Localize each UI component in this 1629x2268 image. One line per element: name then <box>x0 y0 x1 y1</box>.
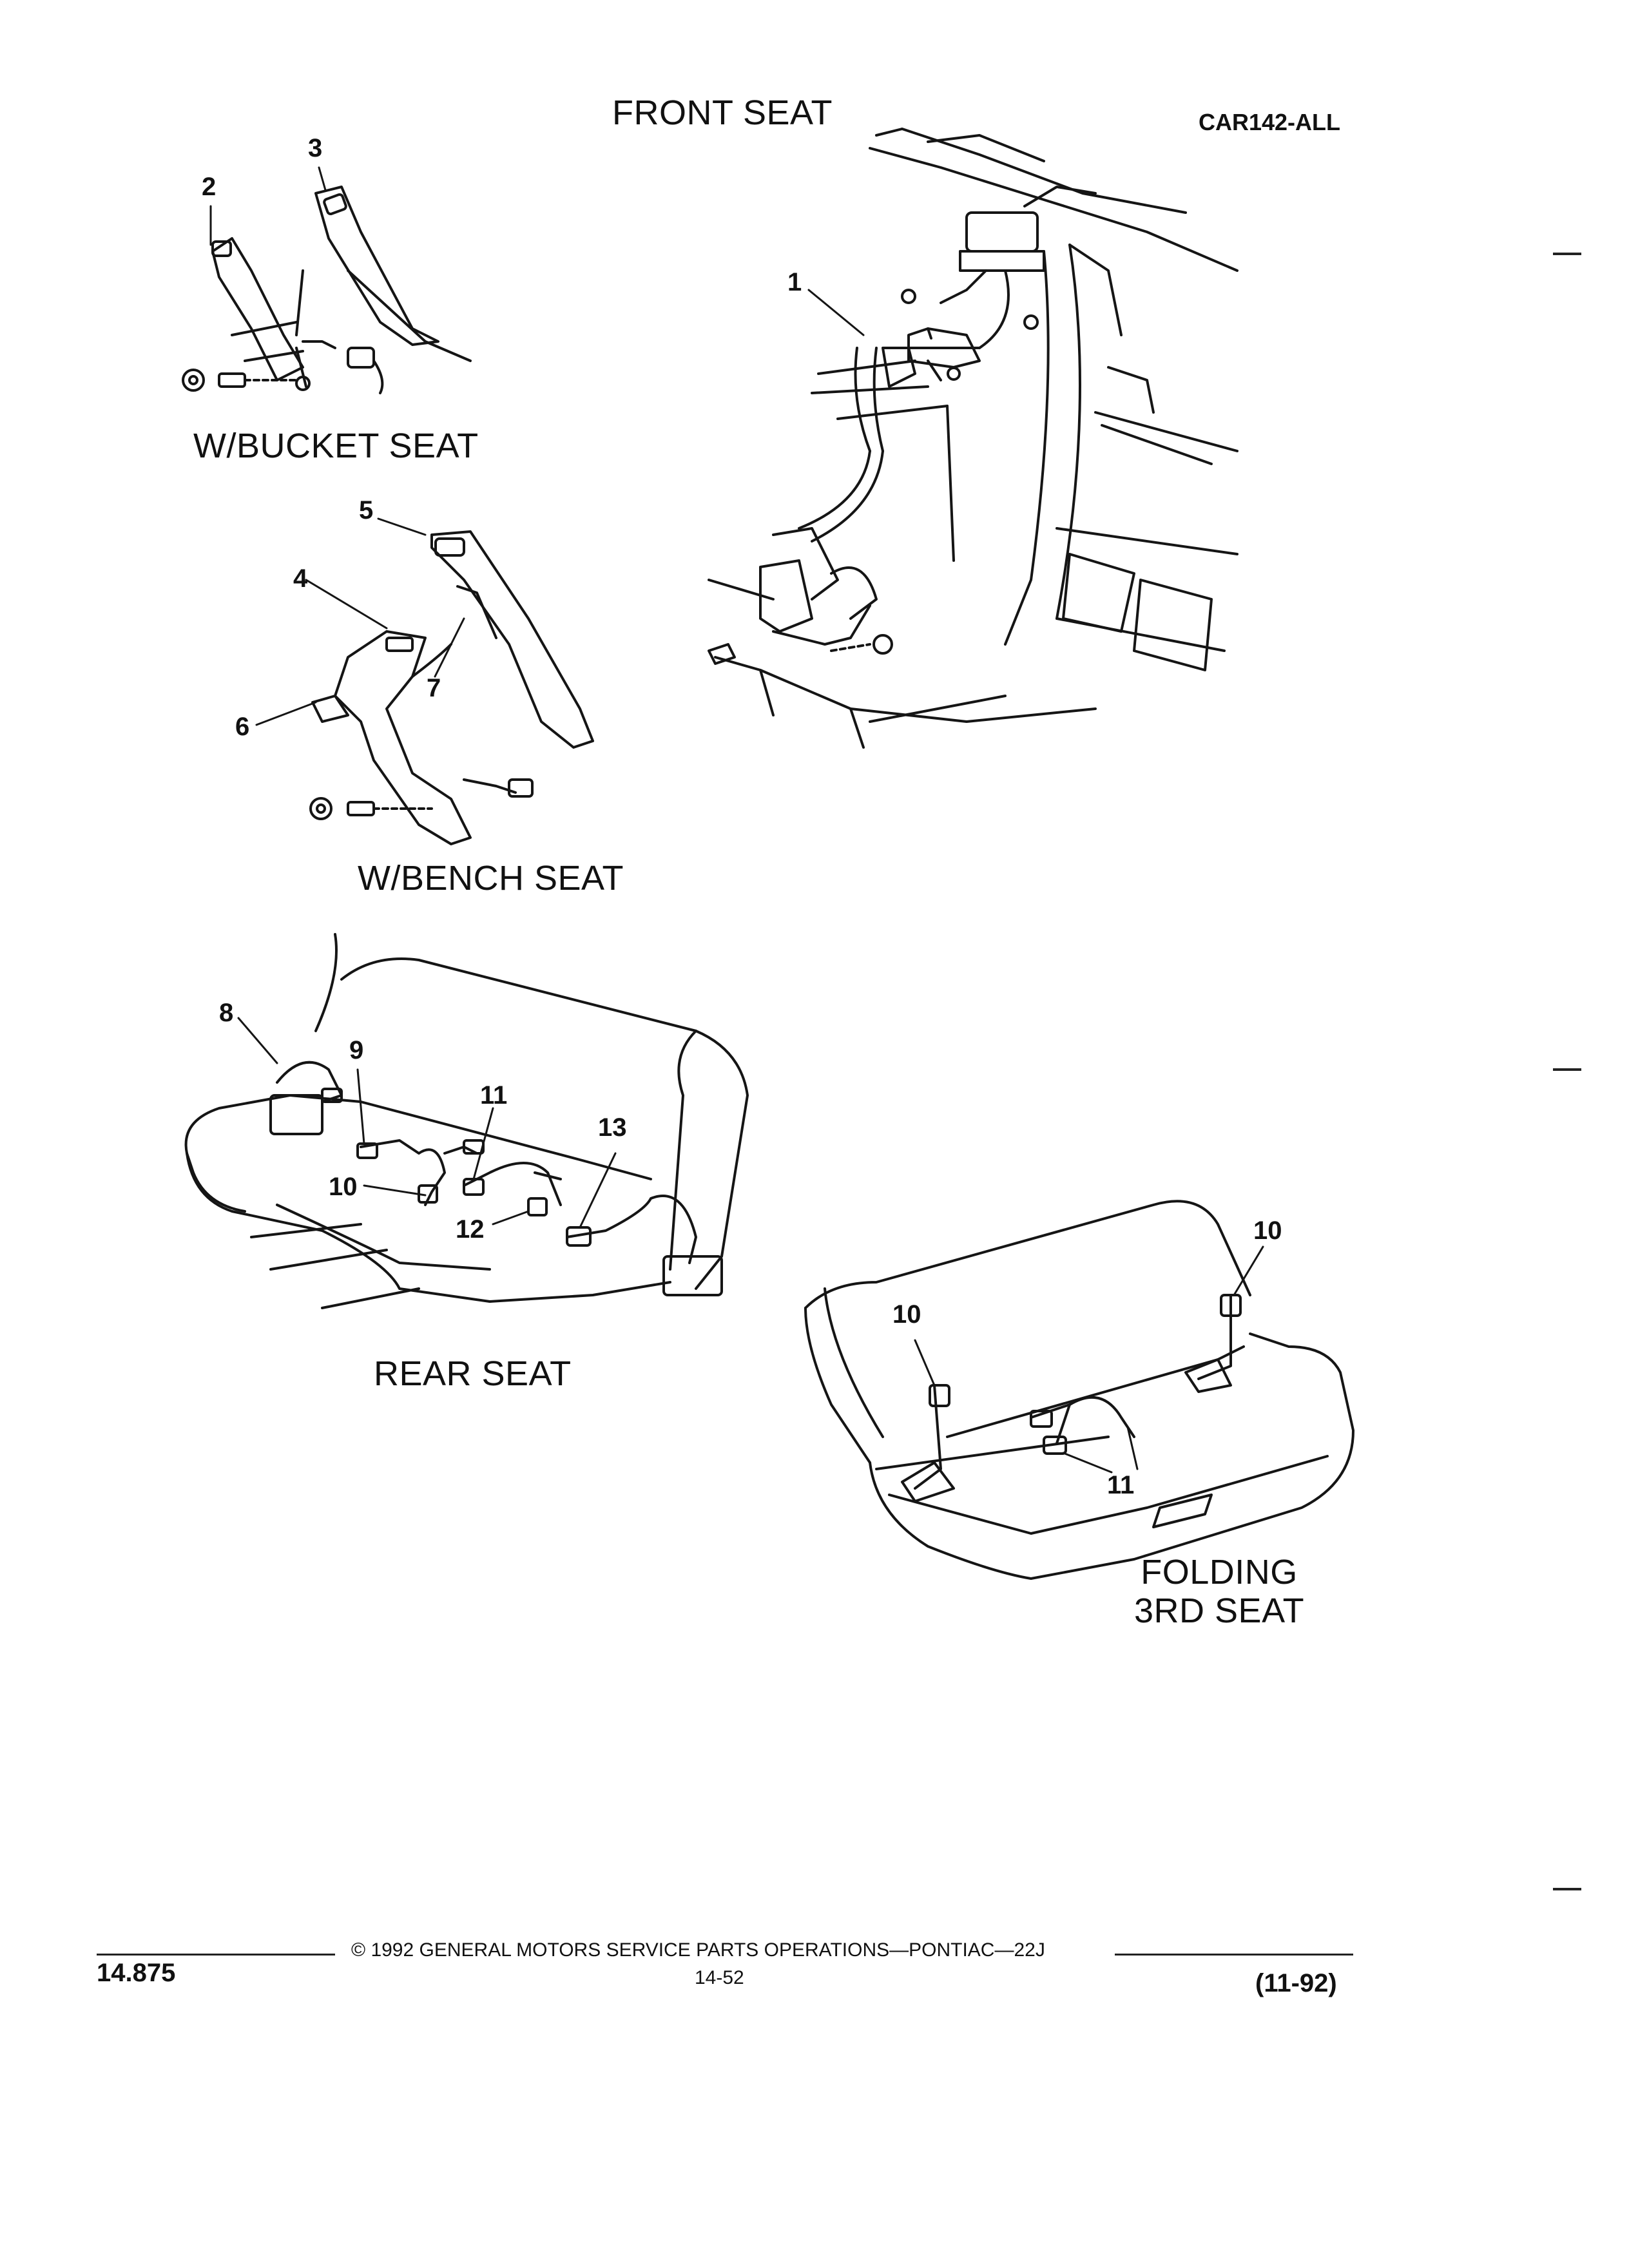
caption-folding-line1: FOLDING <box>1141 1553 1298 1591</box>
footer-rule-left <box>97 1954 335 1956</box>
callout-9: 9 <box>349 1036 364 1064</box>
callout-10-rear: 10 <box>329 1173 358 1201</box>
callout-11-rear: 11 <box>480 1081 508 1110</box>
callout-13: 13 <box>598 1113 627 1142</box>
callout-4: 4 <box>293 564 308 593</box>
callout-8: 8 <box>219 999 234 1027</box>
callout-10-folding-left: 10 <box>892 1300 921 1329</box>
bucket-seat-belts <box>182 186 472 394</box>
caption-bucket-seat: W/BUCKET SEAT <box>193 427 479 465</box>
front-seat-pillar-retractor <box>708 128 1239 749</box>
callout-7: 7 <box>427 674 441 702</box>
margin-tick <box>1553 1068 1581 1071</box>
caption-folding-line2: 3RD SEAT <box>1134 1591 1305 1631</box>
caption-bench-seat: W/BENCH SEAT <box>358 859 624 898</box>
callout-leader-lines <box>209 166 1264 1474</box>
callout-5: 5 <box>359 496 374 524</box>
bench-seat-belts <box>309 530 594 845</box>
callout-11-folding: 11 <box>1107 1471 1135 1499</box>
footer-page-number: 14-52 <box>695 1967 744 1988</box>
callout-2: 2 <box>202 173 217 201</box>
margin-tick <box>1553 1888 1581 1890</box>
figure-code: CAR142-ALL <box>1199 109 1341 135</box>
folding-third-seat-illustration <box>804 1200 1354 1580</box>
callout-1: 1 <box>787 268 802 296</box>
callout-3: 3 <box>308 134 323 162</box>
footer-section-number: 14.875 <box>97 1959 176 1987</box>
footer-date: (11-92) <box>1255 1969 1337 1997</box>
callout-10-folding-right: 10 <box>1253 1216 1282 1245</box>
callout-6: 6 <box>235 713 250 741</box>
diagram-title: FRONT SEAT <box>612 93 833 132</box>
rear-seat-illustration <box>184 933 749 1309</box>
caption-folding-third-seat: FOLDING 3RD SEAT <box>1134 1553 1304 1631</box>
footer-rule-right <box>1115 1954 1353 1956</box>
caption-rear-seat: REAR SEAT <box>374 1354 572 1393</box>
callout-12: 12 <box>456 1215 485 1244</box>
footer-copyright: © 1992 GENERAL MOTORS SERVICE PARTS OPER… <box>351 1939 1045 1961</box>
margin-tick <box>1553 253 1581 255</box>
